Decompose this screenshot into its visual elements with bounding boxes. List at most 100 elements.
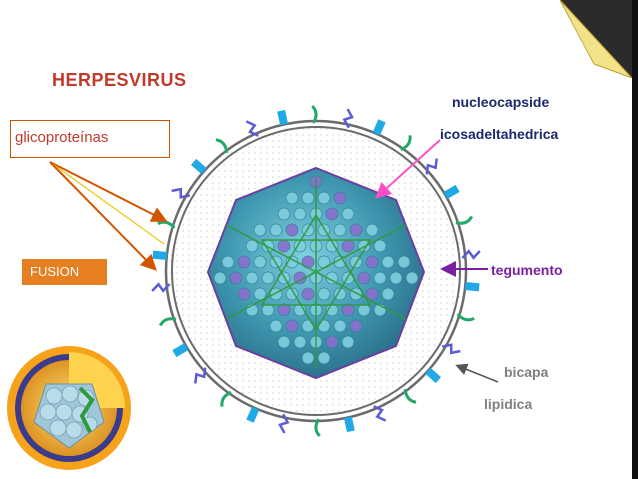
capsomer: [285, 223, 299, 237]
lipidica-label: lipidica: [484, 396, 533, 412]
glycoprotein-blue: [172, 343, 189, 358]
glycoprotein-violet: [245, 120, 259, 137]
glycoprotein-green: [400, 135, 412, 152]
glycoprotein-green: [403, 388, 417, 404]
glycoprotein-blue: [152, 250, 168, 260]
capsomer: [365, 223, 379, 237]
capsomer: [269, 319, 283, 333]
glycoprotein-blue: [190, 158, 207, 175]
capsomer: [365, 287, 379, 301]
page-curl-corner: [559, 0, 633, 79]
capsomer: [269, 223, 283, 237]
capsomer: [245, 239, 259, 253]
fusion-label: FUSION: [22, 259, 107, 285]
capsomer: [245, 271, 259, 285]
capsomer: [277, 335, 291, 349]
capsomer: [237, 255, 251, 269]
capsomer: [229, 271, 243, 285]
capsomer: [285, 191, 299, 205]
capsomer: [285, 319, 299, 333]
glicoproteinas-arrows: [49, 161, 168, 271]
glycoprotein-green: [220, 390, 232, 407]
capsomer: [341, 335, 355, 349]
glycoprotein-violet: [425, 158, 438, 175]
glycoprotein-violet: [151, 282, 171, 293]
capsomer: [373, 239, 387, 253]
glycoprotein-blue: [425, 367, 442, 384]
capsid-mesh: [225, 178, 407, 368]
glycoprotein-green: [456, 313, 475, 322]
glycoprotein-violet: [342, 108, 354, 129]
capsomer: [333, 319, 347, 333]
glycoprotein-violet: [171, 187, 191, 199]
bicapa-label: bicapa: [504, 364, 549, 380]
capsomer: [261, 271, 275, 285]
capsomer: [317, 191, 331, 205]
capsomer: [301, 287, 315, 301]
nucleocapsid: [206, 166, 426, 380]
capsomer: [317, 319, 331, 333]
capsomer: [213, 271, 227, 285]
capsomer: [381, 255, 395, 269]
capsomer: [357, 303, 371, 317]
capsomer: [285, 287, 299, 301]
capsomer: [253, 223, 267, 237]
glycoprotein-green: [157, 220, 176, 229]
capsomer: [253, 255, 267, 269]
capsomer: [317, 287, 331, 301]
capsomer: [301, 319, 315, 333]
glycoprotein-blue: [464, 282, 480, 292]
glycoprotein-violet: [373, 405, 387, 422]
capsomer: [397, 255, 411, 269]
glycoprotein-blue: [372, 119, 386, 136]
capsomer: [293, 207, 307, 221]
nucleocapside-arrow: [375, 139, 441, 199]
capsomer: [365, 255, 379, 269]
glycoprotein-violet: [194, 367, 207, 384]
glycoprotein-blue: [277, 109, 288, 126]
capsomer: [341, 207, 355, 221]
capsomer: [357, 271, 371, 285]
glicoproteinas-label: glicoproteínas: [10, 120, 170, 158]
capsomer: [389, 271, 403, 285]
capsomer: [277, 207, 291, 221]
capsomer: [221, 255, 235, 269]
capsomer: [325, 207, 339, 221]
nucleocapside-label: nucleocapside: [452, 94, 550, 110]
capsomer: [237, 287, 251, 301]
capsomers: [213, 175, 419, 365]
capsomer: [325, 335, 339, 349]
capsomer: [341, 239, 355, 253]
capsomer: [261, 303, 275, 317]
capsomer: [349, 319, 363, 333]
capsomer: [277, 239, 291, 253]
glycoprotein-blue: [443, 184, 460, 199]
glycoprotein-blue: [246, 406, 260, 423]
glycoprotein-green: [455, 215, 474, 225]
capsomer: [301, 351, 315, 365]
glycoprotein-green: [158, 317, 177, 327]
capsomer: [405, 271, 419, 285]
capsomer: [293, 335, 307, 349]
capsomer: [301, 191, 315, 205]
right-edge-bar: [632, 0, 638, 479]
glycoprotein-green: [314, 418, 321, 438]
capsomer: [277, 303, 291, 317]
diagram-title: HERPESVIRUS: [52, 70, 187, 90]
capsomer: [349, 223, 363, 237]
bicapa-arrow: [455, 363, 499, 383]
glycoprotein-blue: [344, 416, 355, 433]
capsomer: [341, 303, 355, 317]
glycoprotein-violet: [441, 343, 461, 355]
glycoprotein-spikes: [151, 104, 481, 438]
capsomer: [317, 351, 331, 365]
capsomer: [253, 287, 267, 301]
capsomer: [333, 191, 347, 205]
capsomer: [373, 271, 387, 285]
tegumento-label: tegumento: [491, 262, 563, 278]
capsomer: [333, 287, 347, 301]
glycoprotein-green: [215, 138, 229, 154]
glycoprotein-green: [311, 104, 318, 124]
capsomer: [333, 223, 347, 237]
